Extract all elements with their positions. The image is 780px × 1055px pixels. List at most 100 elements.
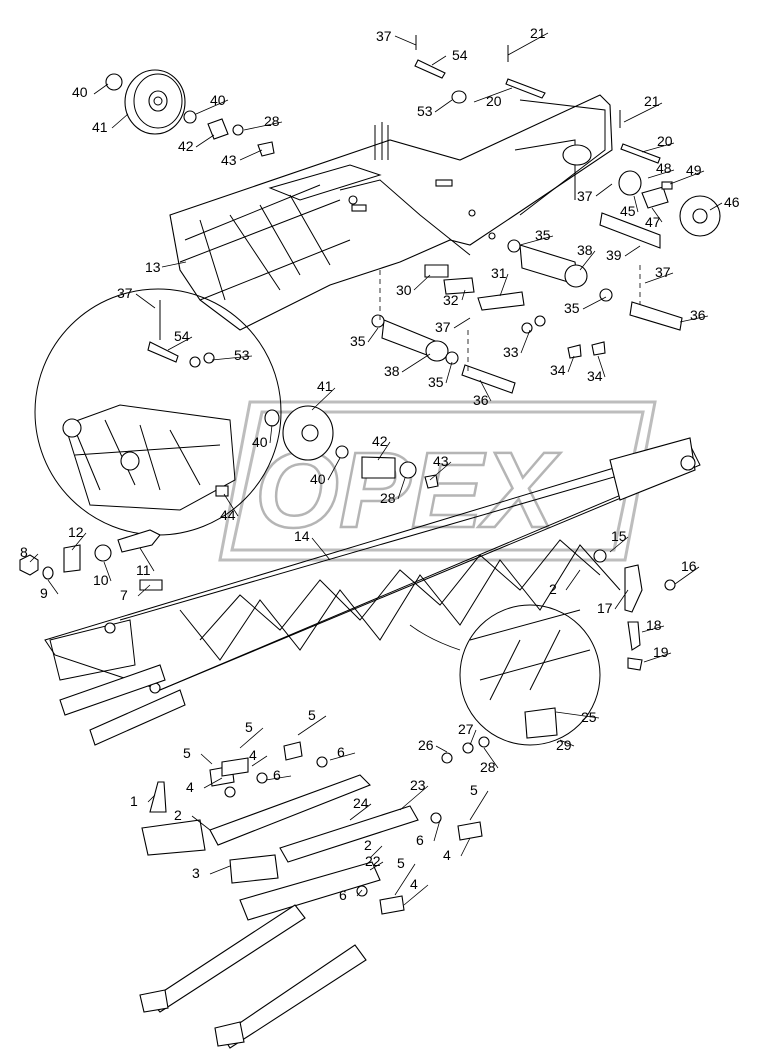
- callout-14: 14: [294, 528, 310, 544]
- callout-22: 22: [365, 853, 381, 869]
- callout-13: 13: [145, 259, 161, 275]
- callout-54: 54: [174, 328, 190, 344]
- callout-43: 43: [221, 152, 237, 168]
- callout-31: 31: [491, 265, 507, 281]
- callout-41: 41: [92, 119, 108, 135]
- upper-boom-head: [169, 94, 613, 331]
- callout-5: 5: [245, 719, 253, 735]
- callout-40: 40: [210, 92, 226, 108]
- callout-33: 33: [503, 344, 519, 360]
- callout-8: 8: [20, 544, 28, 560]
- callout-16: 16: [681, 558, 697, 574]
- callout-49: 49: [686, 162, 702, 178]
- callout-5: 5: [308, 707, 316, 723]
- lower-linkage: [139, 736, 490, 1049]
- callout-37: 37: [117, 285, 133, 301]
- callout-53: 53: [417, 103, 433, 119]
- callout-28: 28: [264, 113, 280, 129]
- callout-4: 4: [249, 747, 257, 763]
- callout-5: 5: [183, 745, 191, 761]
- callout-2: 2: [364, 837, 372, 853]
- callout-2: 2: [174, 807, 182, 823]
- callout-35: 35: [564, 300, 580, 316]
- callout-4: 4: [410, 876, 418, 892]
- callout-5: 5: [470, 782, 478, 798]
- callout-18: 18: [646, 617, 662, 633]
- callout-53: 53: [234, 347, 250, 363]
- callout-19: 19: [653, 644, 669, 660]
- callout-32: 32: [443, 292, 459, 308]
- callout-27: 27: [458, 721, 474, 737]
- callout-6: 6: [339, 887, 347, 903]
- callout-3: 3: [192, 865, 200, 881]
- callout-10: 10: [93, 572, 109, 588]
- pin-assembly-left: [19, 529, 161, 580]
- sheave-46: [618, 170, 721, 237]
- callout-28: 28: [380, 490, 396, 506]
- sheave-41-mid: [215, 405, 439, 497]
- callout-43: 43: [433, 453, 449, 469]
- callout-2: 2: [549, 581, 557, 597]
- callout-41: 41: [317, 378, 333, 394]
- callout-7: 7: [120, 587, 128, 603]
- leader-lines: [29, 32, 723, 906]
- callout-37: 37: [655, 264, 671, 280]
- callout-4: 4: [186, 779, 194, 795]
- callout-38: 38: [577, 242, 593, 258]
- callout-15: 15: [611, 528, 627, 544]
- callout-30: 30: [396, 282, 412, 298]
- callout-46: 46: [724, 194, 740, 210]
- callout-5: 5: [397, 855, 405, 871]
- callout-35: 35: [535, 227, 551, 243]
- callout-4: 4: [443, 847, 451, 863]
- callout-6: 6: [416, 832, 424, 848]
- callout-36: 36: [690, 307, 706, 323]
- callout-47: 47: [645, 214, 661, 230]
- callout-20: 20: [486, 93, 502, 109]
- callout-48: 48: [656, 160, 672, 176]
- outrigger-legs: [59, 664, 186, 746]
- callout-37: 37: [435, 319, 451, 335]
- callout-36: 36: [473, 392, 489, 408]
- callout-21: 21: [644, 93, 660, 109]
- callout-6: 6: [337, 744, 345, 760]
- callout-45: 45: [620, 203, 636, 219]
- main-boom: [44, 437, 701, 694]
- callout-40: 40: [72, 84, 88, 100]
- latch-parts: [593, 549, 676, 671]
- callout-38: 38: [384, 363, 400, 379]
- callout-26: 26: [418, 737, 434, 753]
- callout-39: 39: [606, 247, 622, 263]
- callout-23: 23: [410, 777, 426, 793]
- callout-37: 37: [577, 188, 593, 204]
- callout-9: 9: [40, 585, 48, 601]
- callout-44: 44: [220, 507, 236, 523]
- callout-28: 28: [480, 759, 496, 775]
- callout-40: 40: [310, 471, 326, 487]
- callout-25: 25: [581, 709, 597, 725]
- callout-12: 12: [68, 524, 84, 540]
- top-pins: [414, 35, 661, 164]
- callout-42: 42: [372, 433, 388, 449]
- callout-1: 1: [130, 793, 138, 809]
- detail-circle-right: [409, 604, 601, 746]
- callout-37: 37: [376, 28, 392, 44]
- callout-34: 34: [550, 362, 566, 378]
- callout-42: 42: [178, 138, 194, 154]
- sheave-41-top: [105, 69, 275, 157]
- callout-20: 20: [657, 133, 673, 149]
- callout-34: 34: [587, 368, 603, 384]
- detail-circle-left: [34, 288, 282, 536]
- callout-6: 6: [273, 767, 281, 783]
- callout-17: 17: [597, 600, 613, 616]
- callout-35: 35: [428, 374, 444, 390]
- callout-35: 35: [350, 333, 366, 349]
- callout-40: 40: [252, 434, 268, 450]
- callout-54: 54: [452, 47, 468, 63]
- callout-29: 29: [556, 737, 572, 753]
- callout-24: 24: [353, 795, 369, 811]
- callout-11: 11: [136, 562, 151, 578]
- callout-21: 21: [530, 25, 546, 41]
